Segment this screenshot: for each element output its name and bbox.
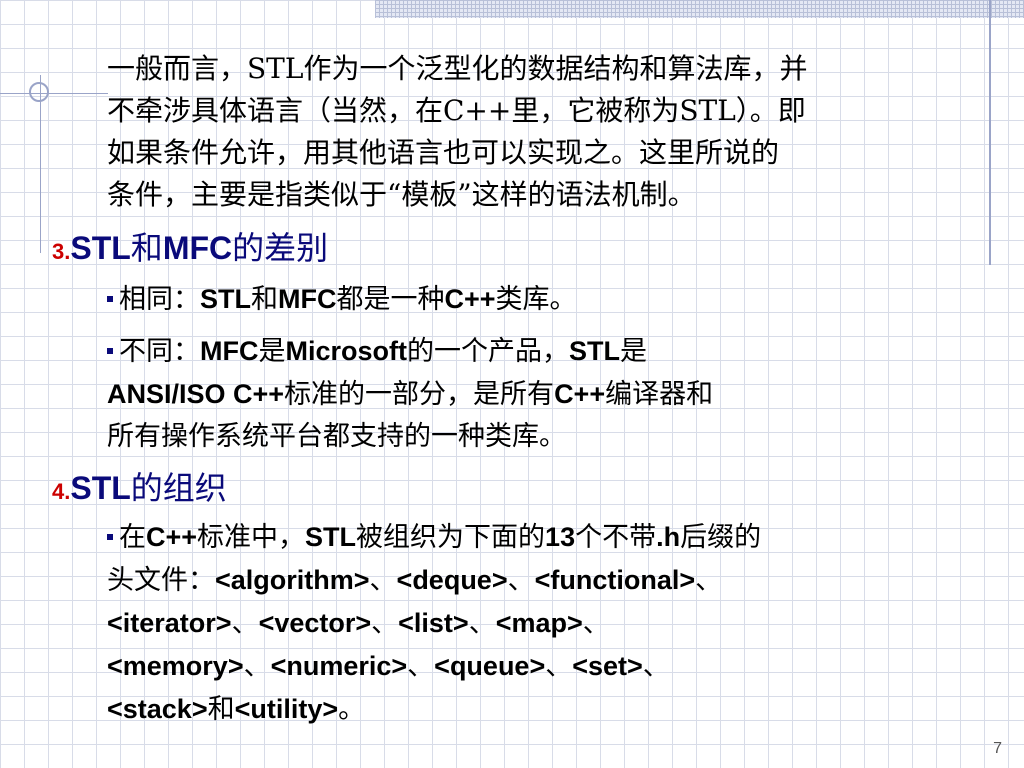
- bullet-marker-icon: [107, 347, 113, 354]
- header-algorithm: <algorithm>: [215, 565, 370, 595]
- bullet-text-bold: C++: [554, 379, 606, 409]
- bullet-text: 是: [258, 336, 286, 367]
- bullet-text: 的一个产品，: [406, 336, 569, 367]
- bullet-text-bold: .h: [656, 522, 681, 552]
- separator: 、: [371, 608, 399, 639]
- bullet-text-bold: C++: [146, 522, 198, 552]
- bullet-text: 相同：: [119, 284, 200, 315]
- header-queue: <queue>: [434, 651, 546, 681]
- header-iterator: <iterator>: [107, 608, 232, 638]
- left-decorative-vline: [40, 75, 41, 253]
- section-3-heading: 3.STL和MFC的差别: [52, 228, 328, 272]
- bullet-text: 都是一种: [336, 284, 445, 315]
- bullet-text: 和: [207, 694, 235, 725]
- bullet-text: 标准中，: [197, 522, 306, 553]
- section-3-title-diff: 的差别: [232, 229, 329, 267]
- section-4-number: 4.: [52, 479, 71, 504]
- header-stack: <stack>: [107, 694, 208, 724]
- separator: 、: [582, 608, 610, 639]
- bullet-text: 标准的一部分，是所有: [284, 379, 555, 410]
- header-map: <map>: [495, 608, 583, 638]
- section-3-title-stl: STL: [70, 230, 131, 266]
- bullet-text-bold: STL: [568, 336, 620, 366]
- bullet-text-bold: ANSI/ISO C++: [107, 379, 285, 409]
- header-numeric: <numeric>: [270, 651, 408, 681]
- bullet-text-bold: 13: [545, 522, 576, 552]
- intro-line-2: 不牵涉具体语言（当然，在C++里，它被称为STL）。即: [107, 94, 806, 127]
- section-3-title-and: 和: [130, 229, 163, 267]
- separator: 、: [369, 565, 397, 596]
- bullet-text-bold: STL: [200, 284, 251, 314]
- header-memory: <memory>: [107, 651, 244, 681]
- header-functional: <functional>: [534, 565, 696, 595]
- header-deque: <deque>: [396, 565, 508, 595]
- bullet-text-bold: Microsoft: [285, 336, 407, 366]
- section-3-title-mfc: MFC: [162, 230, 233, 266]
- bullet-text-bold: MFC: [200, 336, 259, 366]
- separator: 、: [243, 651, 271, 682]
- section-4-bullet-headers: 在C++标准中，STL被组织为下面的13个不带.h后缀的 头文件：<algori…: [107, 516, 977, 731]
- bullet-text-bold: MFC: [278, 284, 337, 314]
- slide-number: 7: [993, 740, 1002, 757]
- left-decorative-circle: [29, 82, 49, 102]
- section-3-number: 3.: [52, 239, 71, 264]
- bullet-text: 。: [338, 694, 366, 725]
- separator: 、: [695, 565, 723, 596]
- separator: 、: [507, 565, 535, 596]
- bullet-text: 后缀的: [680, 522, 762, 553]
- right-decorative-line: [989, 0, 991, 265]
- intro-line-1: 一般而言，STL作为一个泛型化的数据结构和算法库，并: [107, 52, 808, 85]
- separator: 、: [468, 608, 496, 639]
- separator: 、: [407, 651, 435, 682]
- separator: 、: [642, 651, 670, 682]
- intro-line-4: 条件，主要是指类似于“模板”这样的语法机制。: [107, 178, 696, 211]
- bullet-text: 编译器和: [605, 379, 714, 410]
- bullet-text: 和: [251, 284, 278, 315]
- bullet-marker-icon: [107, 533, 113, 540]
- bullet-text: 在: [119, 522, 146, 553]
- bullet-text: 类库。: [495, 284, 577, 315]
- bullet-text: 个不带: [575, 522, 657, 553]
- bullet-text: 被组织为下面的: [356, 522, 546, 553]
- bullet-text: 头文件：: [107, 565, 215, 596]
- intro-line-3: 如果条件允许，用其他语言也可以实现之。这里所说的: [107, 136, 780, 169]
- intro-paragraph: 一般而言，STL作为一个泛型化的数据结构和算法库，并 不牵涉具体语言（当然，在C…: [107, 48, 967, 216]
- bullet-text-bold: STL: [305, 522, 357, 552]
- section-3-bullet-different: 不同：MFC是Microsoft的一个产品，STL是 ANSI/ISO C++标…: [107, 330, 977, 458]
- section-4-heading: 4.STL的组织: [52, 468, 227, 512]
- section-4-title-stl: STL: [70, 470, 131, 506]
- bullet-text-bold: C++: [444, 284, 496, 314]
- top-decorative-band: [375, 0, 1024, 18]
- bullet-marker-icon: [107, 295, 113, 302]
- bullet-text: 是: [619, 336, 647, 367]
- header-list: <list>: [398, 608, 469, 638]
- section-4-title-org: 的组织: [130, 469, 227, 507]
- bullet-text: 不同：: [119, 336, 200, 367]
- bullet-text: 所有操作系统平台都支持的一种类库。: [107, 421, 566, 452]
- separator: 、: [545, 651, 573, 682]
- left-decorative-hline: [0, 93, 108, 94]
- header-utility: <utility>: [234, 694, 339, 724]
- header-vector: <vector>: [258, 608, 372, 638]
- header-set: <set>: [572, 651, 643, 681]
- separator: 、: [231, 608, 259, 639]
- section-3-bullet-same: 相同：STL和MFC都是一种C++类库。: [107, 278, 977, 321]
